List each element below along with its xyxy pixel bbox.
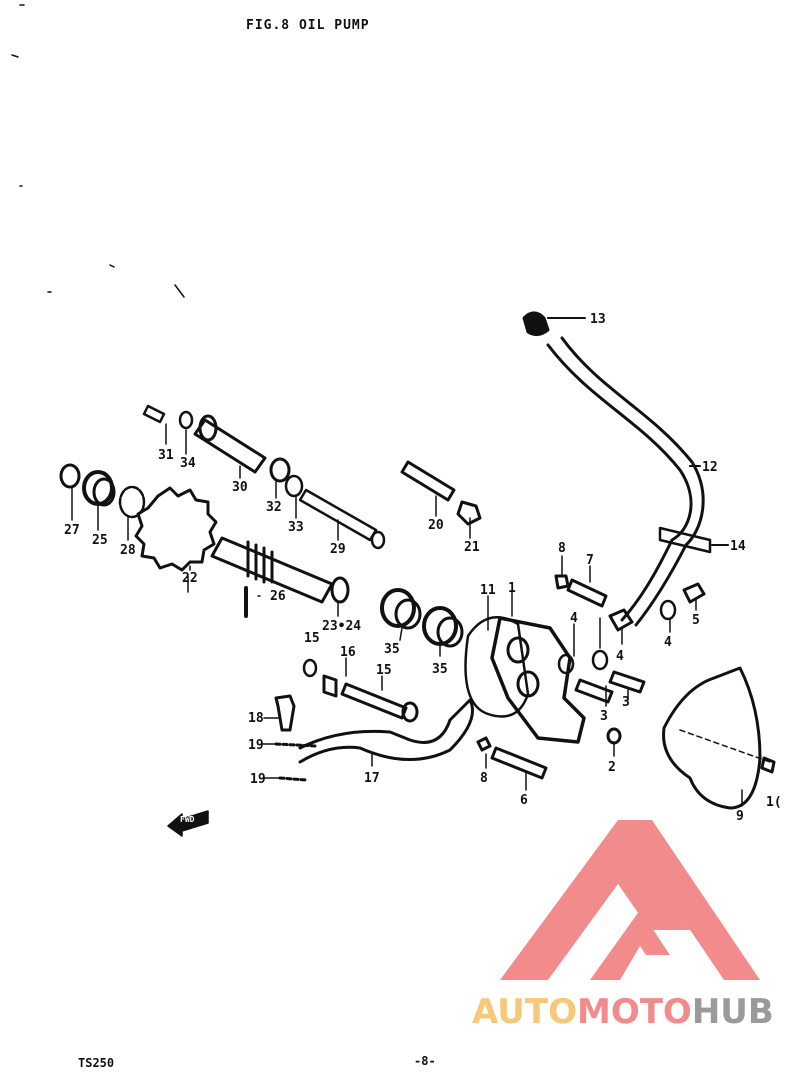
part-15-washer-a bbox=[302, 658, 318, 678]
label-35-right: 35 bbox=[432, 662, 448, 677]
label-4-c: 4 bbox=[664, 635, 672, 650]
part-28-circlip bbox=[118, 485, 146, 519]
part-13-clip bbox=[522, 311, 586, 337]
part-3-bolt-b bbox=[608, 670, 646, 694]
part-23-24-worm-shaft bbox=[210, 536, 350, 604]
part-26-pin bbox=[244, 586, 263, 618]
part-4-washer-b bbox=[591, 649, 609, 671]
label-26: 26 bbox=[270, 589, 286, 604]
watermark-hub: HUB bbox=[691, 992, 774, 1032]
part-18-bolt bbox=[274, 694, 296, 732]
label-16: 16 bbox=[340, 645, 356, 660]
part-31-bolt bbox=[142, 404, 166, 424]
label-8-upper: 8 bbox=[558, 541, 566, 556]
part-1-oil-pump-body bbox=[490, 616, 586, 744]
label-3-left: 3 bbox=[600, 709, 608, 724]
label-5: 5 bbox=[692, 613, 700, 628]
label-14: 14 bbox=[730, 539, 746, 554]
label-10: 1( bbox=[766, 795, 782, 810]
part-2-screw bbox=[606, 727, 622, 745]
label-31: 31 bbox=[158, 448, 174, 463]
model-code: TS250 bbox=[78, 1056, 115, 1070]
watermark-moto: MOTO bbox=[576, 992, 692, 1032]
part-15-shaft bbox=[340, 682, 419, 723]
label-11: 11 bbox=[480, 583, 496, 598]
label-33: 33 bbox=[288, 520, 304, 535]
label-18: 18 bbox=[248, 711, 264, 726]
fwd-arrow-label: FWD bbox=[180, 815, 195, 824]
label-27: 27 bbox=[64, 523, 80, 538]
label-1: 1 bbox=[508, 581, 516, 596]
label-15-upper: 15 bbox=[304, 631, 320, 646]
label-22: 22 bbox=[182, 571, 198, 586]
part-8-seal-upper bbox=[554, 574, 570, 590]
part-11-gasket bbox=[464, 616, 530, 718]
label-19-upper: 19 bbox=[248, 738, 264, 753]
part-number-labels: 13 12 14 31 34 30 32 33 29 20 21 8 7 27 … bbox=[64, 312, 782, 824]
part-19-nut-a bbox=[274, 742, 318, 748]
label-34: 34 bbox=[180, 456, 196, 471]
part-17-lever bbox=[298, 698, 474, 764]
scan-specks bbox=[11, 4, 185, 298]
part-3-bolt-a bbox=[574, 678, 614, 704]
part-6-bolt bbox=[490, 746, 548, 780]
label-15-lower: 15 bbox=[376, 663, 392, 678]
automotohub-watermark: AUTOMOTOHUB bbox=[472, 992, 774, 1032]
label-7: 7 bbox=[586, 553, 594, 568]
part-35-bushing-right bbox=[422, 606, 464, 648]
label-21: 21 bbox=[464, 540, 480, 555]
part-34-washer bbox=[178, 410, 194, 430]
part-7-banjo-bolt bbox=[566, 578, 608, 608]
figure-title: FIG.8 OIL PUMP bbox=[246, 18, 370, 33]
part-5-fitting bbox=[682, 582, 706, 604]
label-13: 13 bbox=[590, 312, 606, 327]
part-4-banjo bbox=[608, 608, 634, 632]
label-2: 2 bbox=[608, 760, 616, 775]
part-32-oring bbox=[269, 457, 291, 483]
automotohub-logo-icon bbox=[500, 820, 760, 980]
page-number: -8- bbox=[414, 1054, 436, 1068]
part-30-shaft bbox=[193, 414, 267, 474]
part-19-nut-b bbox=[278, 776, 308, 782]
part-20-pin bbox=[400, 460, 456, 502]
part-33-washer bbox=[284, 474, 304, 498]
watermark-auto: AUTO bbox=[472, 992, 577, 1032]
label-28: 28 bbox=[120, 543, 136, 558]
label-35-left: 35 bbox=[384, 642, 400, 657]
label-4-a: 4 bbox=[570, 611, 578, 626]
label-9: 9 bbox=[736, 809, 744, 824]
label-12: 12 bbox=[702, 460, 718, 475]
leader-lines bbox=[71, 423, 743, 807]
part-25-bushing bbox=[82, 470, 116, 507]
part-21-cap bbox=[456, 500, 482, 526]
part-22-gear bbox=[134, 486, 218, 593]
label-17: 17 bbox=[364, 771, 380, 786]
label-4-b: 4 bbox=[616, 649, 624, 664]
label-19-lower: 19 bbox=[250, 772, 266, 787]
part-10-screw bbox=[760, 756, 776, 774]
label-32: 32 bbox=[266, 500, 282, 515]
part-27-washer bbox=[59, 463, 81, 489]
label-25: 25 bbox=[92, 533, 108, 548]
part-4-washer-a bbox=[557, 653, 575, 675]
label-30: 30 bbox=[232, 480, 248, 495]
part-16-link bbox=[322, 674, 338, 698]
label-29: 29 bbox=[330, 542, 346, 557]
label-6: 6 bbox=[520, 793, 528, 808]
label-3-right: 3 bbox=[622, 695, 630, 710]
part-35-bushing-left bbox=[380, 588, 422, 630]
part-14-hose-clamp bbox=[658, 526, 729, 554]
label-20: 20 bbox=[428, 518, 444, 533]
part-29-drive-shaft bbox=[298, 488, 386, 550]
part-4-washer-c bbox=[659, 599, 677, 621]
part-9-cover bbox=[662, 666, 771, 810]
label-8-lower: 8 bbox=[480, 771, 488, 786]
label-23-24: 23•24 bbox=[322, 619, 361, 634]
part-12-oil-hose bbox=[546, 336, 705, 627]
fwd-arrow-icon bbox=[167, 810, 209, 837]
part-8-seal-lower bbox=[476, 736, 492, 752]
